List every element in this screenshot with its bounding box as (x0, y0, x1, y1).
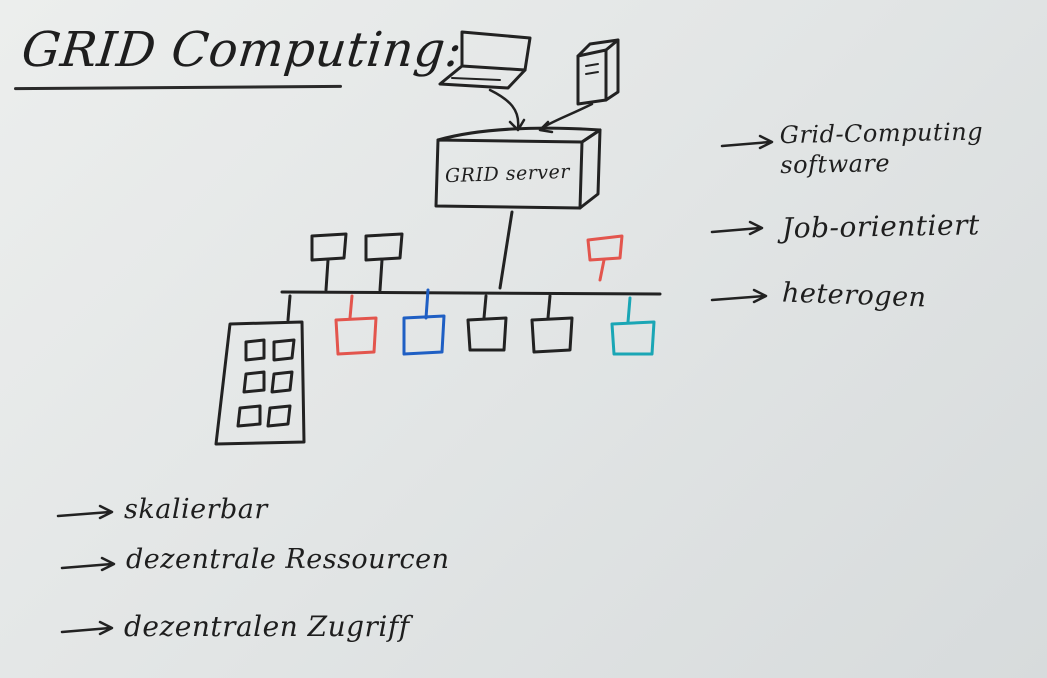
monitor-icon (364, 232, 404, 292)
server-rack-icon (434, 126, 602, 210)
server-tower-icon (576, 38, 620, 106)
note-heterogeneous: heterogen (781, 277, 928, 314)
monitor-icon (310, 232, 348, 292)
computer-icon (530, 294, 574, 354)
note-job-oriented: Job-orientiert (781, 208, 980, 245)
arrow-icon (488, 88, 594, 134)
computer-icon (466, 294, 508, 352)
server-link (498, 210, 514, 290)
arrow-icon (710, 220, 764, 236)
arrow-icon (60, 556, 116, 572)
server-rack-icon (214, 294, 306, 446)
network-bus (280, 290, 662, 296)
monitor-icon (586, 234, 624, 282)
laptop-icon (438, 30, 532, 90)
bullet-decentral-resources: dezentrale Ressourcen (126, 544, 450, 575)
arrow-icon (710, 288, 768, 304)
bullet-scalable: skalierbar (124, 494, 268, 525)
server-label: GRID server (444, 160, 571, 188)
arrow-icon (60, 620, 114, 636)
bullet-decentral-access: dezentralen Zugriff (124, 610, 410, 643)
arrow-icon (56, 504, 114, 520)
computer-icon (402, 288, 446, 356)
note-grid-software: Grid-Computing software (779, 117, 984, 180)
computer-icon (334, 294, 378, 356)
computer-icon (610, 296, 656, 356)
arrow-icon (720, 134, 774, 150)
